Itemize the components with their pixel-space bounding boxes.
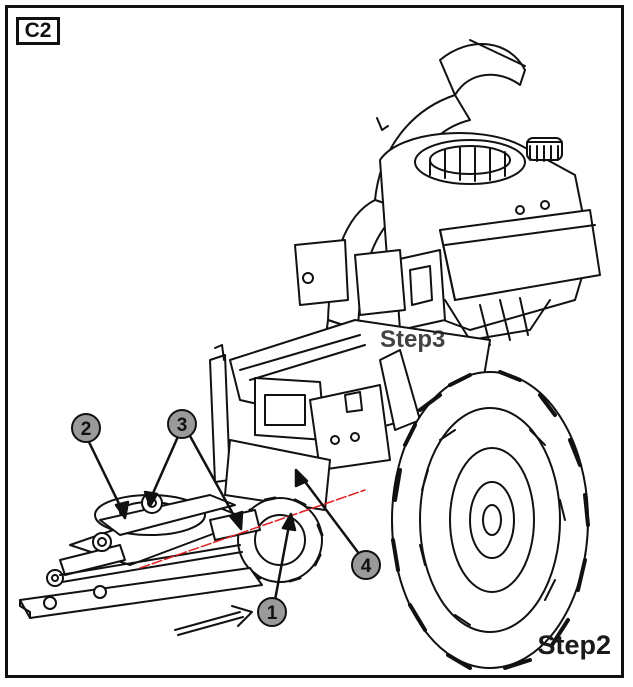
callout-3: 3 — [177, 415, 188, 436]
callout-markers: 2 3 4 1 — [71, 409, 381, 627]
chassis-frame — [209, 319, 491, 483]
drive-wheel — [391, 370, 590, 670]
figure-label: C2 — [16, 17, 60, 45]
pulley-assembly — [224, 439, 331, 511]
callout-2: 2 — [81, 419, 92, 440]
step2-label: Step2 — [537, 630, 611, 660]
engine — [379, 132, 601, 346]
blade-assembly — [19, 492, 263, 619]
callout-leaders — [86, 430, 362, 602]
side-housing — [294, 239, 406, 316]
step3-label: Step3 — [380, 326, 446, 353]
push-arrow — [174, 605, 253, 636]
alignment-guide-line — [139, 489, 366, 569]
callout-1: 1 — [267, 603, 278, 624]
callout-4: 4 — [361, 556, 372, 577]
